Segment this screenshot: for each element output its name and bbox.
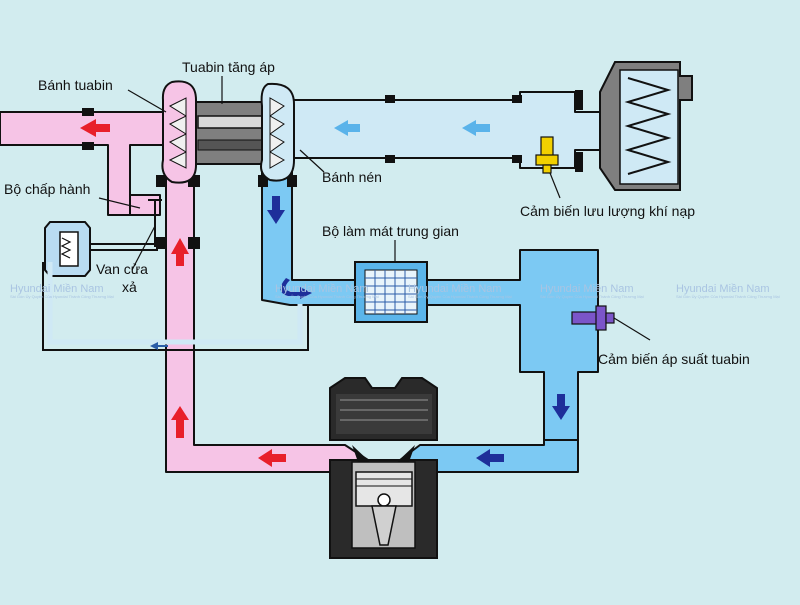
watermark-tagline: Sài Gòn Ủy Quyền Của Hyundai Thành Công … — [676, 294, 780, 299]
watermark-brand: Hyundai Miền Nam — [676, 283, 770, 295]
watermark-tagline: Sài Gòn Ủy Quyền Của Hyundai Thành Công … — [540, 294, 644, 299]
intake-down-arrow-icon — [552, 394, 570, 420]
boost-feedback-line — [42, 262, 309, 351]
watermark-brand: Hyundai Miền Nam — [10, 283, 104, 295]
label-turbine-wheel: Bánh tuabin — [38, 77, 113, 93]
intake-arrow-1-icon — [334, 120, 360, 136]
label-compressor-wheel: Bánh nén — [322, 169, 382, 185]
watermark-tagline: Sài Gòn Ủy Quyền Của Hyundai Thành Công … — [10, 294, 114, 299]
flow-arrows — [80, 119, 570, 467]
watermark-brand: Hyundai Miền Nam — [275, 283, 369, 295]
turbine-housing — [161, 80, 197, 184]
exhaust-left-arrow-icon — [258, 449, 286, 467]
exhaust-up-arrow-icon — [171, 238, 189, 266]
label-airflow-sensor: Cảm biến lưu lượng khí nạp — [520, 203, 695, 219]
intake-left-arrow-icon — [476, 449, 504, 467]
label-boost-sensor: Cảm biến áp suất tuabin — [598, 351, 750, 367]
wastegate-actuator — [44, 199, 162, 277]
engine — [329, 377, 438, 559]
turbo-shaft — [197, 115, 265, 129]
airflow-sensor-icon — [535, 136, 559, 174]
exhaust-up-arrow-2-icon — [171, 406, 189, 438]
watermark-brand: Hyundai Miền Nam — [540, 283, 634, 295]
watermark-brand: Hyundai Miền Nam — [408, 283, 502, 295]
compressed-turn-arrow-icon — [280, 278, 312, 299]
label-wastegate-line2: xả — [122, 279, 137, 295]
labels: Bánh tuabin Tuabin tăng áp Bộ chấp hành … — [4, 59, 750, 367]
intake-arrow-2-icon — [462, 120, 490, 136]
compressed-down-arrow-icon — [267, 196, 285, 224]
air-filter-box — [599, 61, 693, 191]
watermark-tagline: Sài Gòn Ủy Quyền Của Hyundai Thành Công … — [275, 294, 379, 299]
label-turbocharger: Tuabin tăng áp — [182, 59, 275, 75]
turbine-wheel — [168, 97, 187, 169]
exhaust-out-arrow-icon — [80, 119, 110, 137]
piston-pin — [377, 493, 391, 507]
exhaust-valve — [352, 445, 370, 462]
watermark-tagline: Sài Gòn Ủy Quyền Của Hyundai Thành Công … — [408, 294, 512, 299]
leader-lines — [98, 76, 651, 341]
feedback-arrow-icon — [150, 342, 168, 350]
label-wastegate-line1: Van cửa — [96, 261, 148, 277]
label-intercooler: Bộ làm mát trung gian — [322, 223, 459, 239]
turbocharger — [161, 80, 295, 184]
compressor-housing — [260, 82, 295, 182]
watermarks: Hyundai Miền Nam Sài Gòn Ủy Quyền Của Hy… — [10, 283, 780, 299]
turbo-center-housing — [187, 101, 267, 165]
connecting-rod — [371, 505, 397, 546]
intercooler — [354, 261, 428, 323]
intake-valve — [397, 445, 415, 462]
turbo-bearing — [197, 139, 265, 151]
pipe-flanges — [82, 90, 583, 249]
compressor-wheel — [269, 97, 286, 169]
label-actuator: Bộ chấp hành — [4, 181, 90, 197]
